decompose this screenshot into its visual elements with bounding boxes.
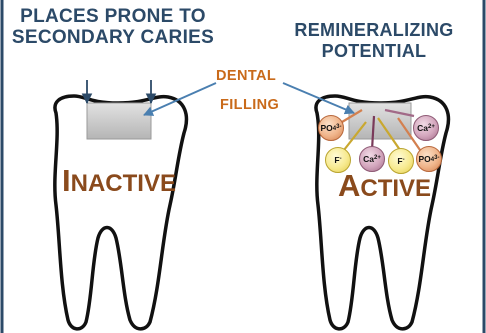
label-inactive-rest: NACTIVE — [71, 170, 176, 197]
label-inactive-initial: I — [62, 163, 71, 198]
dental-filling-left — [87, 103, 151, 139]
ion-fluoride: F- — [325, 147, 351, 173]
label-active-initial: A — [338, 168, 360, 203]
label-active-rest: CTIVE — [360, 175, 431, 202]
ion-fluoride: F- — [388, 148, 414, 174]
label-inactive: INACTIVE — [62, 163, 176, 199]
callout-filling: FILLING — [220, 97, 279, 113]
heading-places-prone: PLACES PRONE TO SECONDARY CARIES — [2, 6, 224, 48]
callout-dental: DENTAL — [216, 68, 276, 84]
heading-remineralizing-potential: REMINERALIZING POTENTIAL — [262, 20, 486, 62]
label-active: ACTIVE — [338, 168, 431, 204]
